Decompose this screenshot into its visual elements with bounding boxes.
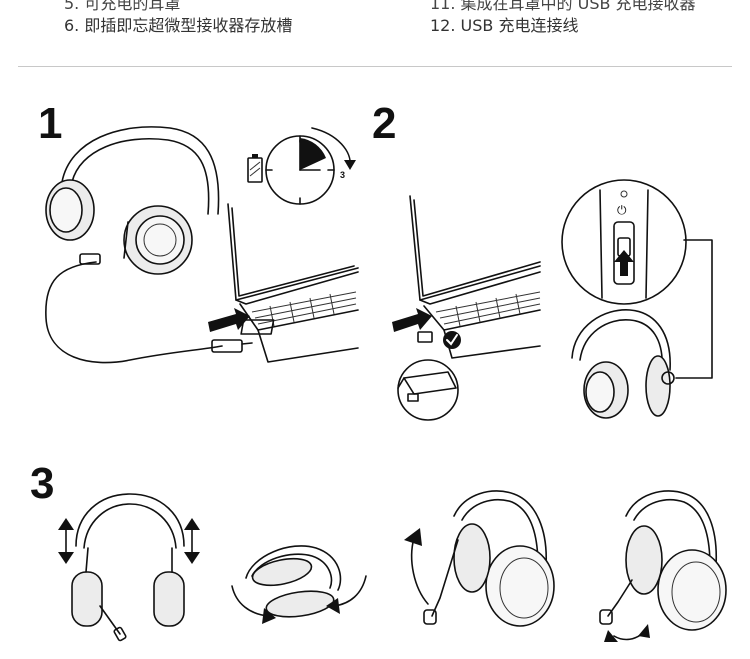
step-number-3: 3 — [30, 459, 55, 508]
step-number-1: 1 — [38, 99, 63, 148]
step2-insert-arrow — [392, 308, 432, 332]
step2-switch-inset: ⏻ — [561, 179, 687, 305]
legend-item-11-partial: 11. 集成在耳罩中的 USB 充电接收器 — [430, 0, 696, 13]
step3-headset-side-mic-up — [404, 490, 555, 627]
arrow-up-icon — [614, 250, 634, 276]
checkmark-icon — [443, 331, 461, 349]
step2-nano-receiver — [417, 331, 433, 343]
step2-receiver-storage-inset — [397, 359, 459, 421]
step1-laptop — [227, 203, 359, 363]
legend-item-6: 6. 即插即忘超微型接收器存放槽 — [64, 16, 293, 35]
section-divider — [18, 66, 732, 67]
step3-headset-side-mic-down — [599, 490, 727, 642]
step-number-2: 2 — [372, 99, 397, 148]
clock-label: 3 — [340, 170, 345, 180]
step1-clock-icon: 3 — [265, 127, 356, 205]
step3-headset-front — [58, 493, 200, 642]
legend-item-12: 12. USB 充电连接线 — [430, 16, 579, 35]
step2-laptop — [409, 195, 541, 359]
step1-usb-cable — [45, 253, 253, 364]
legend-item-5-partial: 5. 可充电的耳罩 — [64, 0, 181, 13]
step1-battery-icon — [247, 154, 263, 183]
step1-insert-arrow — [208, 308, 250, 332]
step3-headset-folded — [231, 545, 367, 624]
step2-headset — [571, 309, 675, 419]
step1-headset-illustration — [45, 126, 220, 275]
power-icon: ⏻ — [617, 203, 627, 217]
callout-line — [675, 239, 713, 379]
